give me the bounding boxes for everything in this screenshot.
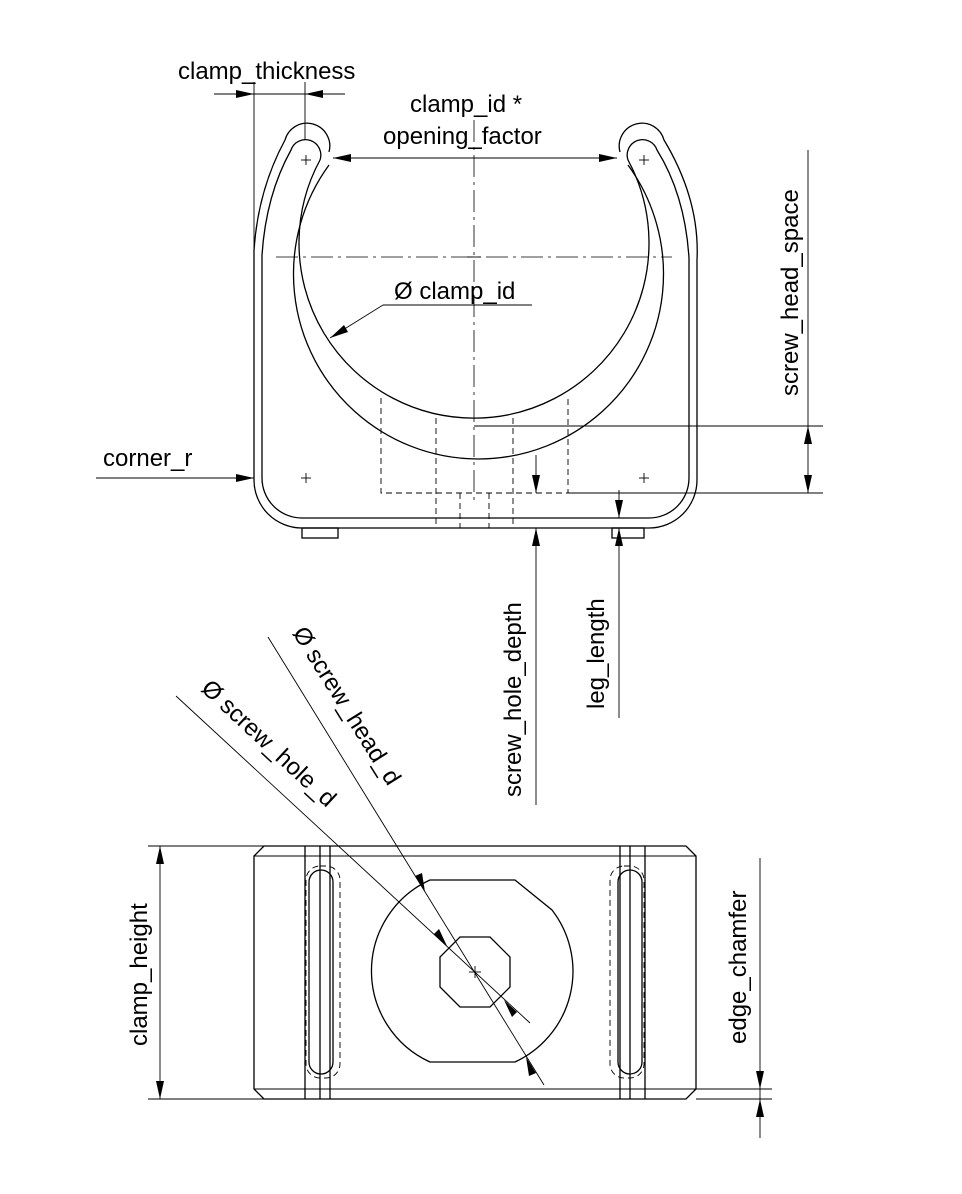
clamp-height-dimension <box>148 845 264 1100</box>
left-hidden-slot <box>305 865 341 1079</box>
cross-mark-top-right <box>639 155 649 165</box>
hidden-screw-hole <box>435 418 514 528</box>
screw-hole-depth-label: screw_hole_depth <box>500 602 527 797</box>
clamp-id-leader <box>329 304 532 339</box>
clamp-outer-outline <box>253 122 698 529</box>
edge-chamfer-label: edge_chamfer <box>725 891 752 1044</box>
screw-hole-depth-dimension <box>532 455 540 805</box>
right-hidden-slot <box>609 865 645 1079</box>
right-foot <box>611 527 645 539</box>
cross-mark-bottom-left <box>301 473 311 483</box>
screw-head-outline <box>370 879 574 1063</box>
clamp-id-diameter-label: Ø clamp_id <box>394 278 515 305</box>
leg-length-label: leg_length <box>583 598 610 709</box>
clamp-bore-outer-arc <box>292 164 665 460</box>
clamp-thickness-dimension <box>214 82 345 250</box>
left-leg-edges <box>304 846 331 1099</box>
opening-dimension <box>333 154 617 162</box>
screw-hole-d-leader <box>175 695 531 1024</box>
bottom-body-outline <box>253 845 697 1100</box>
screw-hole-d-label: Ø screw_hole_d <box>196 675 341 813</box>
screw-head-d-leader <box>267 636 545 1086</box>
clamp-inner-outline <box>261 139 690 519</box>
right-leg-edges <box>619 846 646 1099</box>
front-view: clamp_thickness clamp_id * opening_facto… <box>96 58 823 805</box>
left-foot <box>301 527 339 539</box>
opening-label-line1: clamp_id * <box>410 91 522 118</box>
screw-head-space-label: screw_head_space <box>777 189 804 396</box>
leg-length-dimension <box>615 490 623 718</box>
left-slot <box>308 869 334 1075</box>
cross-mark-top-left <box>301 155 311 165</box>
corner-r-leader <box>96 474 254 482</box>
screw-hole-outline <box>439 936 511 1008</box>
clamp-height-label: clamp_height <box>126 903 153 1046</box>
clamp-thickness-label: clamp_thickness <box>178 58 355 85</box>
right-slot <box>617 869 643 1075</box>
edge-chamfer-dimension <box>696 858 772 1138</box>
corner-r-label: corner_r <box>103 445 192 472</box>
cross-mark-bottom-right <box>639 473 649 483</box>
screw-head-space-dimension <box>474 150 823 494</box>
opening-label-line2: opening_factor <box>383 123 542 150</box>
bottom-view: Ø screw_head_d Ø screw_hole_d clamp_heig… <box>126 622 772 1138</box>
